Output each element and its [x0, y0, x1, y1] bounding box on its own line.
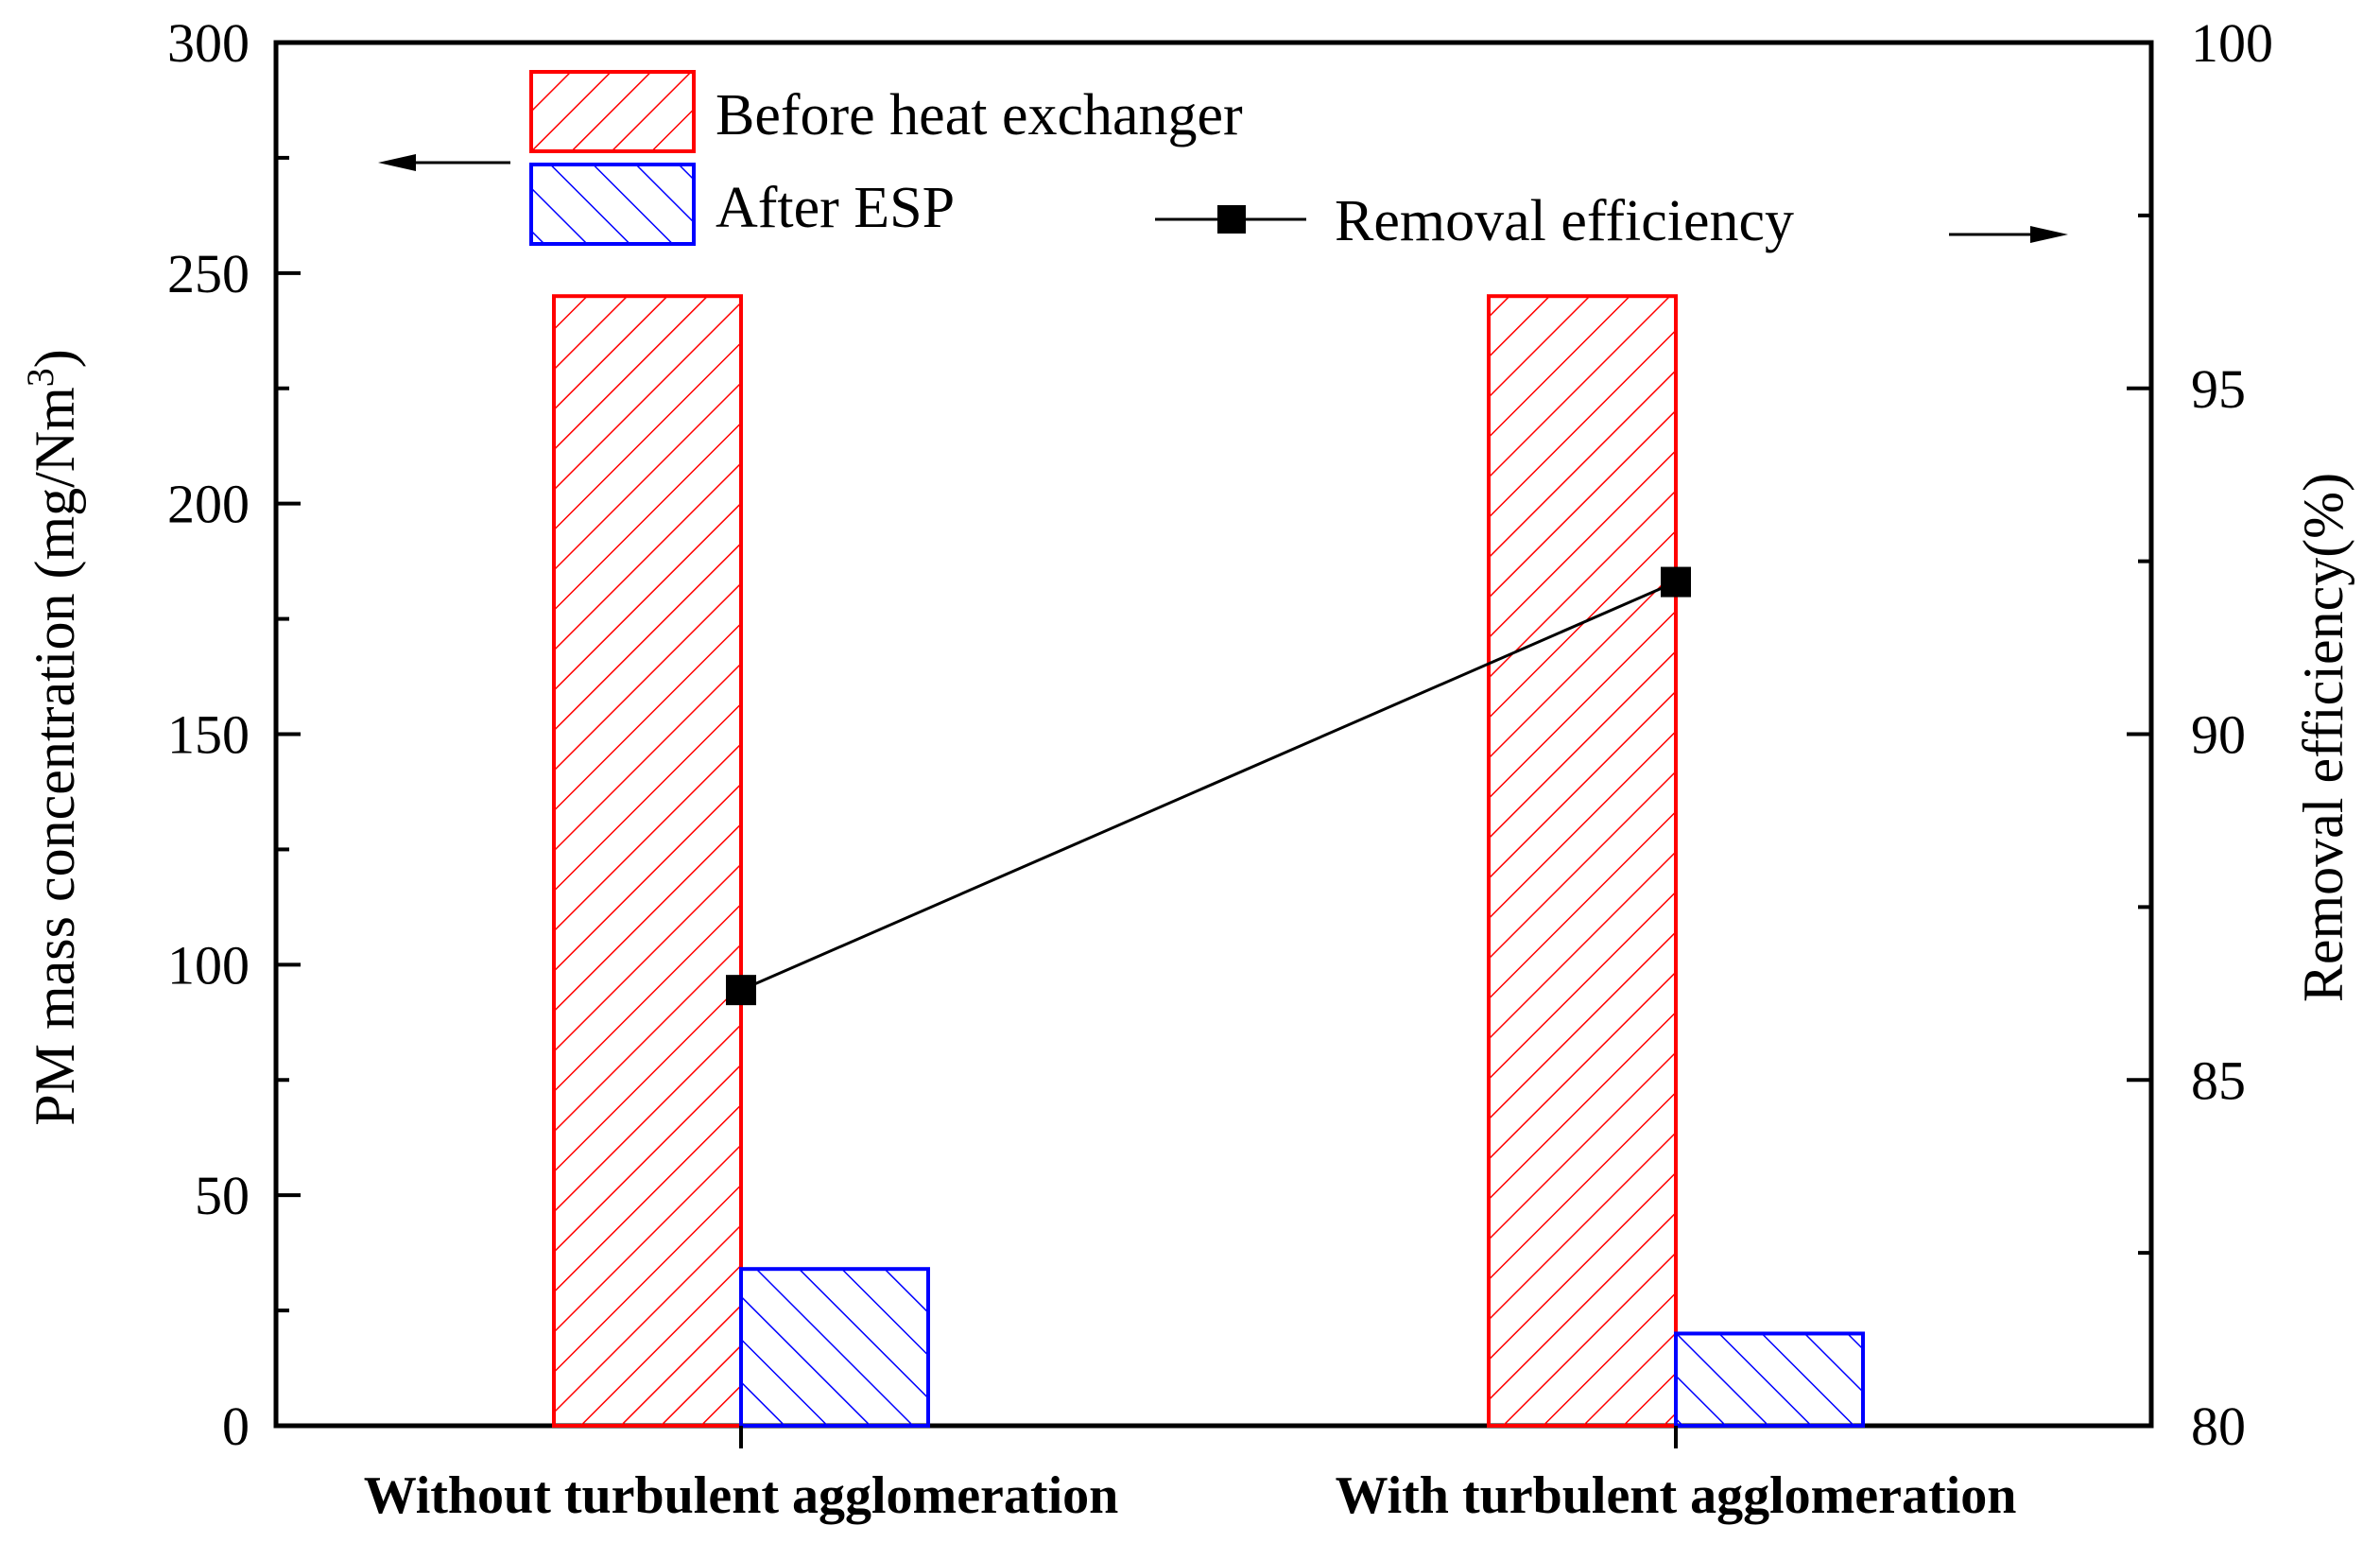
- y2-axis-title: Removal efficiency(%): [2292, 473, 2354, 1002]
- legend-marker-efficiency: [1217, 205, 1246, 234]
- category-label: Without turbulent agglomeration: [364, 1466, 1119, 1525]
- y-tick-label: 250: [167, 243, 250, 304]
- right-axis-arrow-head: [2030, 226, 2068, 243]
- y2-tick-label: 100: [2191, 12, 2273, 74]
- category-labels: Without turbulent agglomeration With turb…: [364, 1426, 2017, 1525]
- legend-label-after: After ESP: [716, 176, 955, 240]
- y-axis-title-sup: 3: [19, 368, 61, 387]
- category-label: With turbulent agglomeration: [1336, 1466, 2017, 1525]
- legend-swatch-after: [529, 163, 696, 246]
- y-axis-title-main: PM mass concentration (mg/Nm: [24, 387, 86, 1126]
- y2-tick-label: 80: [2191, 1395, 2246, 1457]
- y2-tick-label: 85: [2191, 1049, 2246, 1111]
- y-tick-label: 300: [167, 12, 250, 74]
- legend-label-efficiency: Removal efficiency: [1335, 189, 1794, 253]
- legend-label-before: Before heat exchanger: [716, 83, 1243, 147]
- y2-tick-label: 90: [2191, 704, 2246, 766]
- left-axis-arrow-head: [378, 154, 416, 171]
- efficiency-line-group: [726, 566, 1691, 1006]
- left-axis: 0 50 100 150 200 250 300: [167, 12, 301, 1457]
- bar-before-heat-exchanger: [552, 294, 743, 1428]
- bars-group: [552, 294, 1865, 1429]
- efficiency-marker: [1661, 566, 1691, 598]
- y-tick-label: 0: [222, 1395, 250, 1457]
- bar-after-esp: [1674, 1331, 1865, 1429]
- legend-right: Removal efficiency: [1155, 189, 2068, 253]
- y-tick-label: 100: [167, 934, 250, 996]
- legend-swatch-before: [529, 70, 696, 153]
- right-axis: 80 85 90 95 100: [2127, 12, 2273, 1457]
- y-tick-label: 50: [195, 1165, 250, 1226]
- y-axis-title: PM mass concentration (mg/Nm3): [19, 349, 87, 1126]
- efficiency-marker: [726, 975, 756, 1006]
- y2-tick-label: 95: [2191, 358, 2246, 420]
- bar-before-heat-exchanger: [1487, 294, 1678, 1428]
- bar-after-esp: [739, 1267, 930, 1429]
- efficiency-line: [740, 581, 1677, 992]
- y-tick-label: 150: [167, 704, 250, 766]
- y-tick-label: 200: [167, 474, 250, 535]
- y-axis-title-close: ): [24, 349, 86, 368]
- legend-left: Before heat exchanger After ESP: [378, 70, 1243, 246]
